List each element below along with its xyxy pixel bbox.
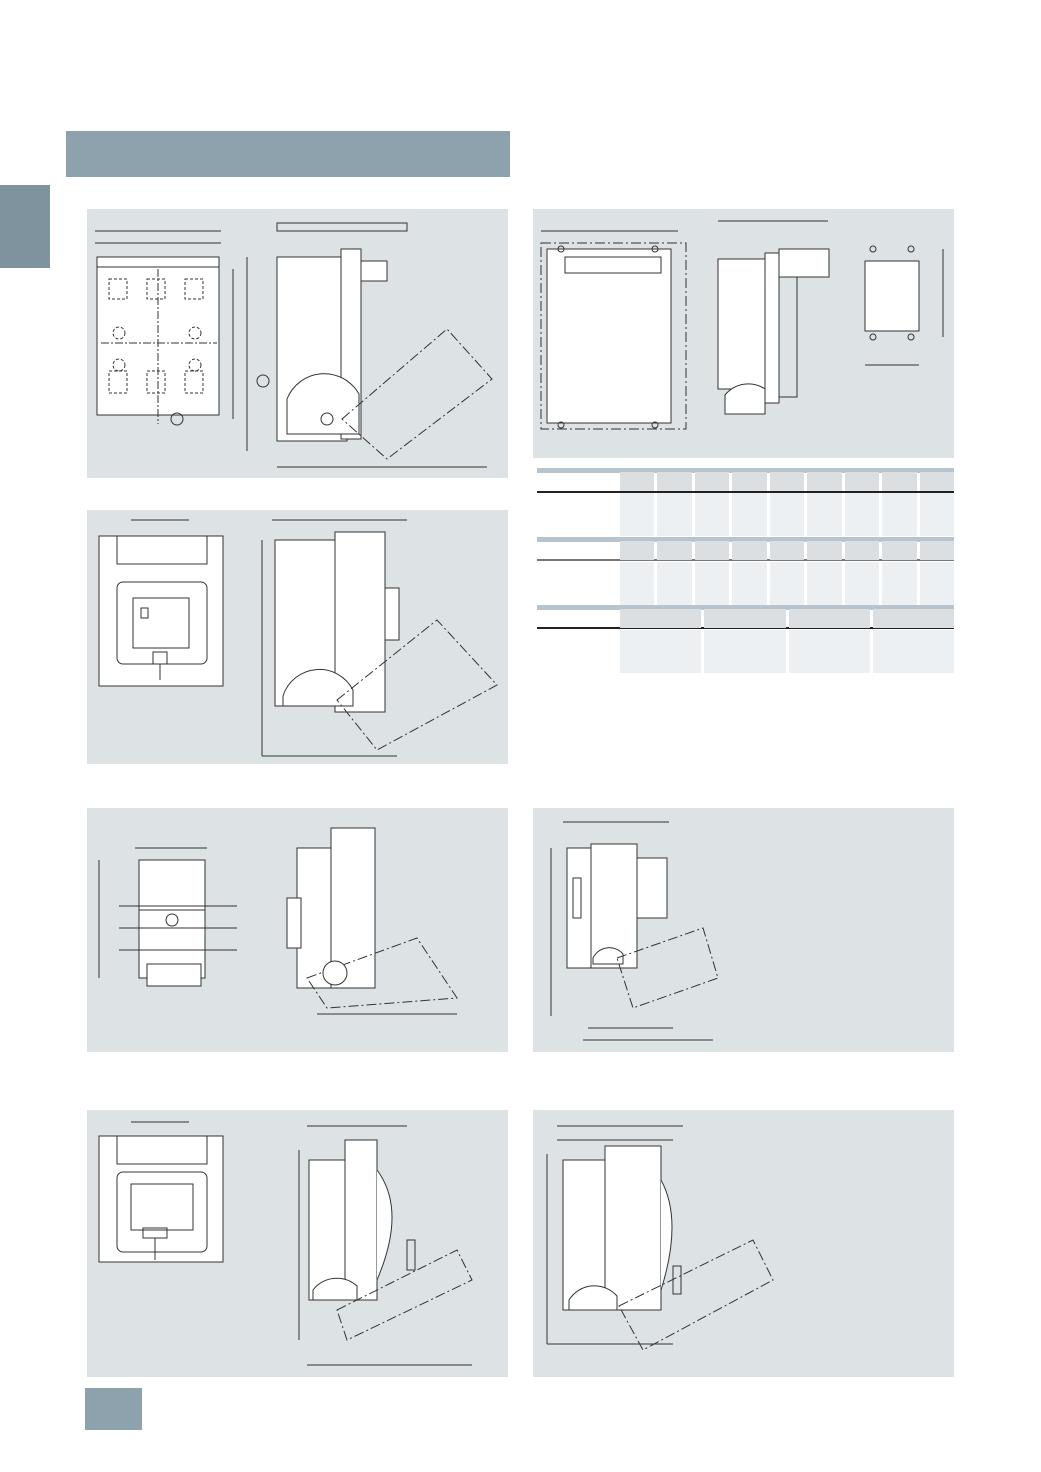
drawing-panel-side-view-6 bbox=[533, 1110, 954, 1377]
table-band bbox=[537, 605, 954, 610]
table-band bbox=[537, 537, 954, 542]
table-data-cell bbox=[620, 493, 655, 536]
table-data-cell bbox=[704, 630, 786, 673]
table-header-cell bbox=[704, 609, 786, 628]
drawing-panel-side-view-5 bbox=[533, 808, 954, 1052]
table-data-cell bbox=[844, 562, 880, 605]
table-data-cell bbox=[844, 493, 880, 536]
table-data-cell bbox=[919, 562, 954, 605]
drawing-panel-front-side-view-1 bbox=[87, 209, 508, 478]
table-data-cell bbox=[807, 493, 842, 536]
table-data-cell bbox=[807, 562, 842, 605]
table-data-cell bbox=[788, 630, 870, 673]
table-data-cell bbox=[657, 562, 692, 605]
drawing-panel-front-side-view-4 bbox=[87, 1110, 508, 1377]
page-number-box bbox=[85, 1388, 142, 1430]
table-header-cell bbox=[657, 472, 692, 491]
table-data-cell bbox=[620, 562, 655, 605]
table-data-cell bbox=[694, 562, 730, 605]
table-data-cell bbox=[769, 562, 805, 605]
table-data-cell bbox=[620, 630, 702, 673]
table-header-cell bbox=[919, 472, 954, 491]
table-header-cell bbox=[694, 472, 730, 491]
table-header-cell bbox=[732, 541, 767, 560]
table-header-cell bbox=[694, 541, 730, 560]
table-header-cell bbox=[620, 472, 655, 491]
table-header-cell bbox=[872, 609, 954, 628]
table-header-cell bbox=[769, 472, 805, 491]
table-header-cell bbox=[807, 541, 842, 560]
chapter-side-tab bbox=[0, 185, 50, 268]
table-data-cell bbox=[872, 630, 954, 673]
table-rule bbox=[537, 491, 954, 493]
table-data-cell bbox=[657, 493, 692, 536]
drawing-panel-front-side-view-3 bbox=[87, 808, 508, 1052]
table-header-cell bbox=[732, 472, 767, 491]
drawing-panel-cutout-view bbox=[533, 209, 954, 458]
table-header-cell bbox=[882, 541, 917, 560]
table-data-cell bbox=[769, 493, 805, 536]
table-header-cell bbox=[769, 541, 805, 560]
table-data-cell bbox=[882, 493, 917, 536]
table-header-cell bbox=[657, 541, 692, 560]
table-header-cell bbox=[844, 541, 880, 560]
table-data-cell bbox=[732, 493, 767, 536]
table-header-cell bbox=[620, 609, 702, 628]
table-header-cell bbox=[807, 472, 842, 491]
table-data-cell bbox=[694, 493, 730, 536]
section-header-bar bbox=[66, 131, 510, 177]
drawing-panel-front-side-view-2 bbox=[87, 510, 508, 764]
table-header-cell bbox=[620, 541, 655, 560]
table-header-cell bbox=[919, 541, 954, 560]
table-band bbox=[537, 468, 954, 473]
table-data-cell bbox=[732, 562, 767, 605]
table-header-cell bbox=[788, 609, 870, 628]
table-data-cell bbox=[919, 493, 954, 536]
table-header-cell bbox=[844, 472, 880, 491]
table-header-cell bbox=[882, 472, 917, 491]
table-data-cell bbox=[882, 562, 917, 605]
